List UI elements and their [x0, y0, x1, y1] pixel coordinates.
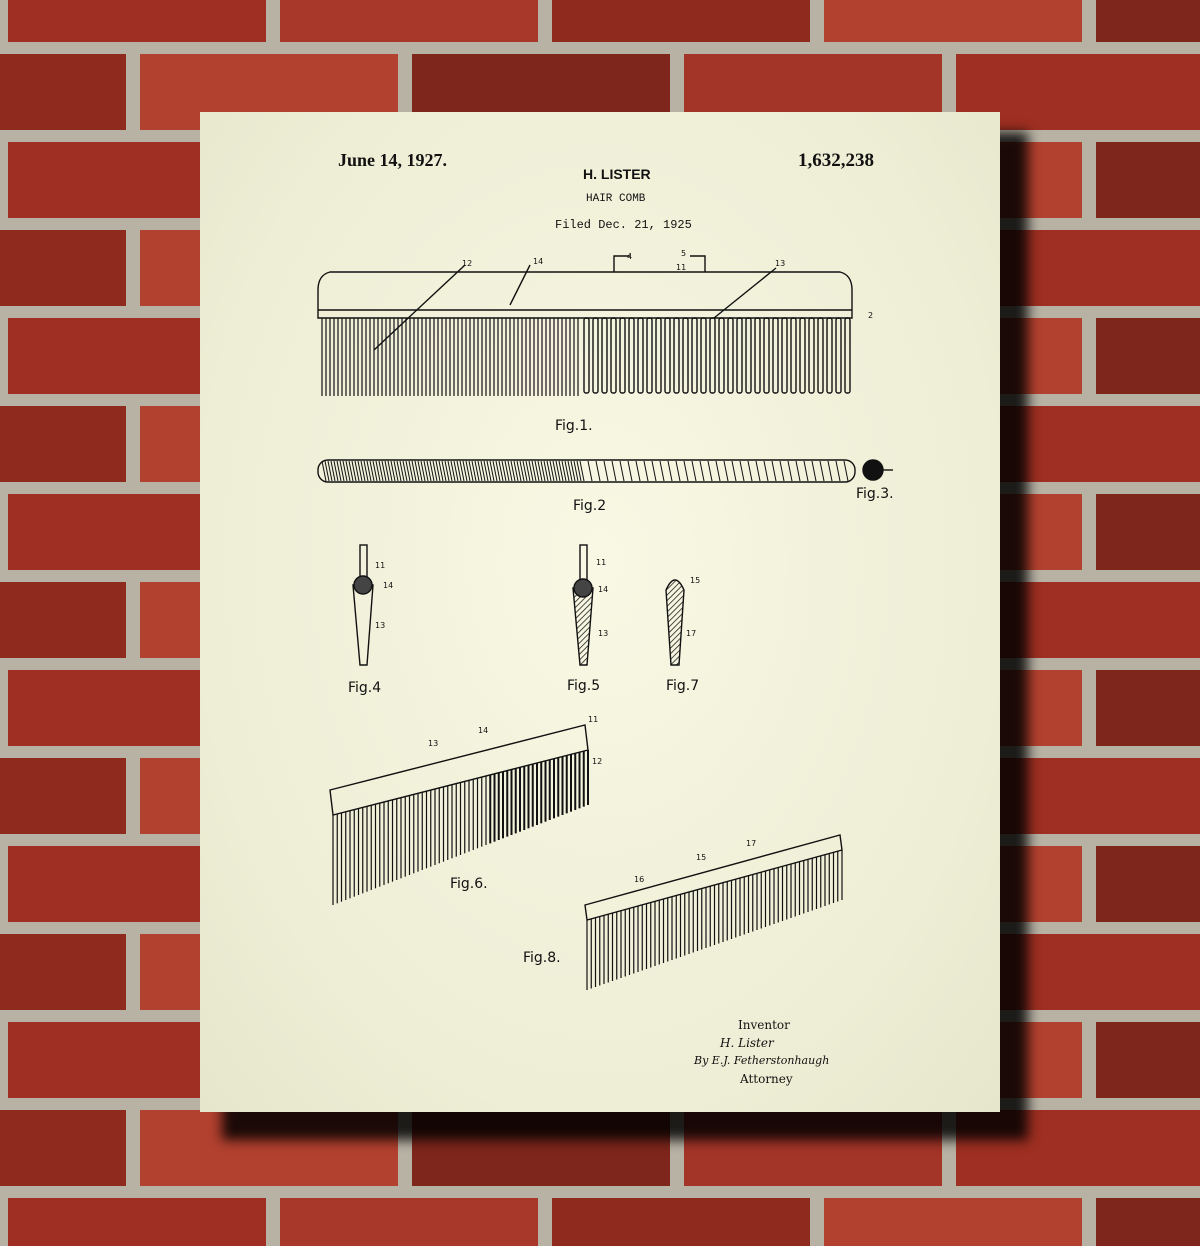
brick — [8, 1198, 266, 1246]
patent-title: HAIR COMB — [586, 193, 646, 205]
brick — [280, 0, 538, 42]
brick — [824, 0, 1082, 42]
ref-11: 11 — [375, 561, 385, 570]
ref-13: 13 — [428, 739, 438, 748]
ref-14: 14 — [478, 726, 488, 735]
ref-12: 12 — [592, 757, 602, 766]
brick — [0, 582, 126, 658]
fig1-label: Fig.1. — [555, 418, 593, 434]
brick — [0, 406, 126, 482]
figure-7-tooth-section — [665, 579, 685, 666]
ref-11: 11 — [588, 715, 598, 724]
patent-drawing: Fig.1. Fig.2 Fig.3. Fig.4 Fig.5 Fig.7 Fi… — [317, 249, 894, 990]
attorney-signature: By E.J. Fetherstonhaugh — [694, 1054, 830, 1067]
ref-13: 13 — [598, 629, 608, 638]
fig4-label: Fig.4 — [348, 680, 381, 696]
brick — [1096, 318, 1200, 394]
brick — [0, 758, 126, 834]
ref-2: 2 — [868, 311, 873, 320]
brick — [8, 0, 266, 42]
inventor-label: Inventor — [738, 1018, 790, 1032]
figure-8-comb-perspective — [584, 834, 843, 990]
figure-5-tooth-section — [572, 544, 594, 666]
fig7-label: Fig.7 — [666, 678, 699, 694]
brick — [280, 1198, 538, 1246]
brick — [552, 0, 810, 42]
fig3-label: Fig.3. — [856, 486, 894, 502]
brick — [1096, 494, 1200, 570]
ref-17: 17 — [686, 629, 696, 638]
ref-11: 11 — [596, 558, 606, 567]
brick — [1096, 1198, 1200, 1246]
figure-4-tooth-section — [352, 544, 374, 666]
ref-15: 15 — [690, 576, 700, 585]
figure-1-comb — [317, 255, 853, 396]
fig6-label: Fig.6. — [450, 876, 488, 892]
figure-2-comb-edge — [317, 459, 893, 483]
ref-14: 14 — [598, 585, 608, 594]
ref-14: 14 — [383, 581, 393, 590]
brick — [1096, 670, 1200, 746]
brick — [0, 54, 126, 130]
brick — [1096, 846, 1200, 922]
fig8-label: Fig.8. — [523, 950, 561, 966]
inventor-signature: H. Lister — [720, 1036, 774, 1050]
patent-number: 1,632,238 — [798, 150, 874, 171]
figure-6-comb-perspective — [329, 724, 589, 905]
brick — [1096, 1022, 1200, 1098]
patent-poster: June 14, 1927. 1,632,238 H. LISTER HAIR … — [200, 112, 1000, 1112]
brick — [0, 1110, 126, 1186]
ref-13: 13 — [375, 621, 385, 630]
ref-16: 16 — [634, 875, 644, 884]
ref-12: 12 — [462, 259, 472, 268]
ref-5: 5 — [681, 249, 686, 258]
inventor-name: H. LISTER — [583, 166, 651, 182]
brick — [1096, 0, 1200, 42]
fig5-label: Fig.5 — [567, 678, 600, 694]
fig2-label: Fig.2 — [573, 498, 606, 514]
brick — [0, 230, 126, 306]
brick — [552, 1198, 810, 1246]
brick — [0, 934, 126, 1010]
ref-13: 13 — [775, 259, 785, 268]
ref-14: 14 — [533, 257, 543, 266]
ref-17: 17 — [746, 839, 756, 848]
brick — [1096, 142, 1200, 218]
patent-date: June 14, 1927. — [338, 150, 448, 170]
ref-15: 15 — [696, 853, 706, 862]
ref-4: 4 — [627, 252, 632, 261]
ref-11: 11 — [676, 263, 686, 272]
brick — [824, 1198, 1082, 1246]
filed-date: Filed Dec. 21, 1925 — [555, 218, 692, 232]
attorney-label: Attorney — [740, 1072, 793, 1086]
